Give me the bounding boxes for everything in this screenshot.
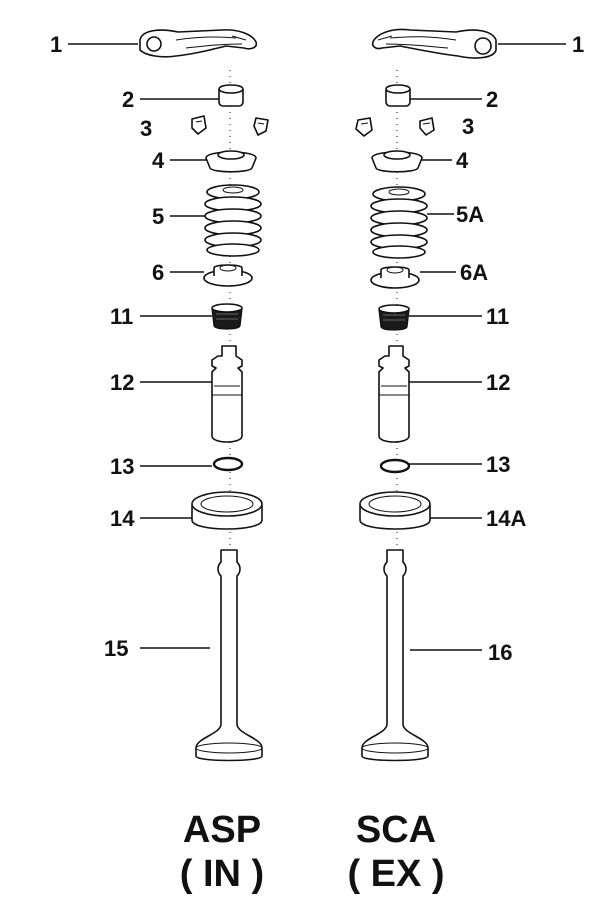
right-labels: 1 2 3 4 5A 6A 11 12 13 14A 16 (409, 32, 584, 665)
left-label-2: 2 (122, 87, 134, 112)
caption-exhaust-sub: ( EX ) (347, 853, 444, 895)
spring-seat-left (203, 264, 253, 287)
right-label-12: 12 (486, 370, 510, 395)
captions: ASP ( IN ) SCA ( EX ) (180, 809, 445, 895)
left-label-1: 1 (50, 32, 62, 57)
circlip-right (379, 458, 411, 474)
caption-exhaust: SCA (356, 809, 436, 851)
valve-spring-left (204, 184, 262, 257)
valve-right (361, 549, 429, 762)
valve-guide-right (378, 345, 410, 443)
right-label-14A: 14A (486, 506, 526, 531)
spring-seat-right (370, 266, 420, 289)
right-label-3: 3 (462, 114, 474, 139)
circlip-left (212, 456, 244, 472)
right-label-5A: 5A (456, 202, 484, 227)
rocker-arm-right (371, 28, 497, 59)
spring-retainer-left (205, 150, 257, 173)
caption-intake: ASP (183, 809, 261, 851)
right-label-13: 13 (486, 452, 510, 477)
left-labels: 1 2 3 4 5 6 11 12 13 14 15 (50, 32, 219, 661)
right-label-1: 1 (572, 32, 584, 57)
valve-stem-seal-left (211, 303, 243, 330)
left-label-5: 5 (152, 204, 164, 229)
left-label-4: 4 (152, 148, 165, 173)
valve-left (195, 549, 263, 762)
left-label-3: 3 (140, 116, 152, 141)
caption-intake-sub: ( IN ) (180, 853, 264, 895)
left-label-14: 14 (110, 506, 135, 531)
rocker-arm-left (139, 29, 258, 58)
valve-spring-right (370, 186, 428, 259)
spring-retainer-right (371, 150, 423, 173)
right-label-11: 11 (486, 304, 509, 329)
valve-keepers-left (191, 115, 269, 136)
right-label-4: 4 (456, 148, 469, 173)
valve-guide-left (211, 345, 243, 443)
valve-seat-insert-right (359, 491, 431, 530)
left-label-12: 12 (110, 370, 134, 395)
right-label-2: 2 (486, 87, 498, 112)
valve-seat-insert-left (191, 491, 263, 530)
valve-cap-right (385, 84, 411, 107)
left-column (139, 29, 269, 762)
left-label-11: 11 (110, 304, 133, 329)
valve-stem-seal-right (378, 304, 410, 331)
right-label-16: 16 (488, 640, 512, 665)
left-label-13: 13 (110, 454, 134, 479)
right-label-6A: 6A (460, 260, 488, 285)
left-label-6: 6 (152, 260, 164, 285)
valve-keepers-right (355, 117, 435, 137)
right-column (355, 28, 497, 762)
left-label-15: 15 (104, 636, 128, 661)
valve-cap-left (218, 84, 244, 107)
